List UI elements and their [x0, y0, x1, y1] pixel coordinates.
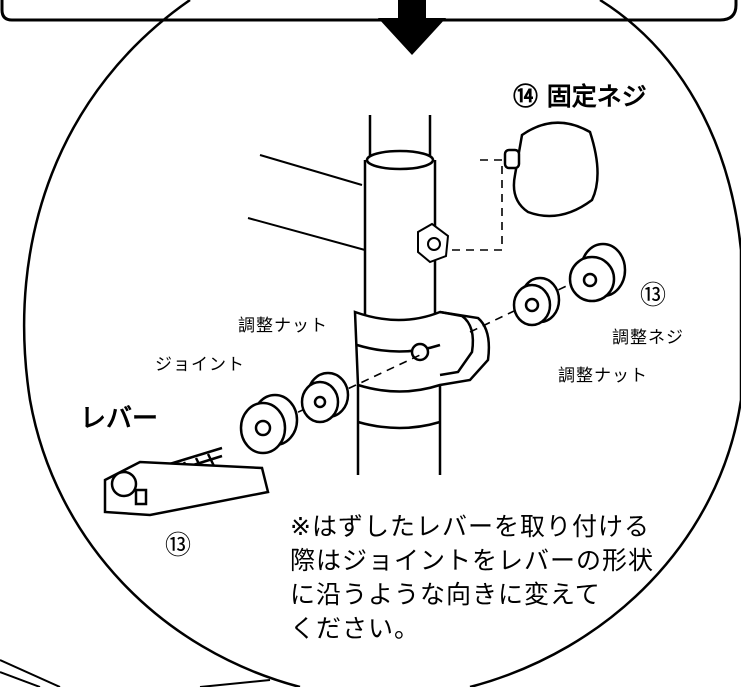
note-line: ください。	[290, 614, 421, 643]
down-arrow-icon	[378, 0, 446, 55]
adjust-nut-left-label: 調整ナット	[238, 316, 328, 336]
pipe-clamp	[353, 310, 491, 393]
vertical-pipe	[356, 115, 442, 475]
top-banner-frame	[0, 0, 738, 22]
lever-part	[103, 446, 270, 517]
adjust-nut-left	[300, 371, 350, 424]
part-number-13-right: ⑬	[640, 281, 667, 311]
fixing-screw-label: ⑭ 固定ネジ	[513, 82, 647, 111]
note-line: 際はジョイントをレバーの形状	[290, 546, 655, 575]
note-line: に沿うような向きに変えて	[290, 580, 601, 609]
part-number-13-left: ⑬	[165, 531, 192, 561]
adjust-screw-label: 調整ネジ	[612, 328, 684, 348]
adjust-screw-knob	[568, 242, 627, 303]
frame-bars	[0, 154, 366, 687]
joint-label: ジョイント	[155, 355, 245, 375]
fixing-screw-knob	[503, 121, 599, 218]
joint-part	[239, 393, 299, 455]
note-line: ※はずしたレバーを取り付ける	[290, 512, 650, 541]
detail-circle	[22, 0, 741, 687]
adjust-nut-right	[512, 276, 561, 327]
lever-label: レバー	[80, 404, 159, 434]
pipe-screw-socket	[417, 222, 450, 264]
adjust-nut-right-label: 調整ナット	[558, 366, 648, 386]
assembly-note: ※はずしたレバーを取り付ける 際はジョイントをレバーの形状 に沿うような向きに変…	[290, 510, 654, 646]
